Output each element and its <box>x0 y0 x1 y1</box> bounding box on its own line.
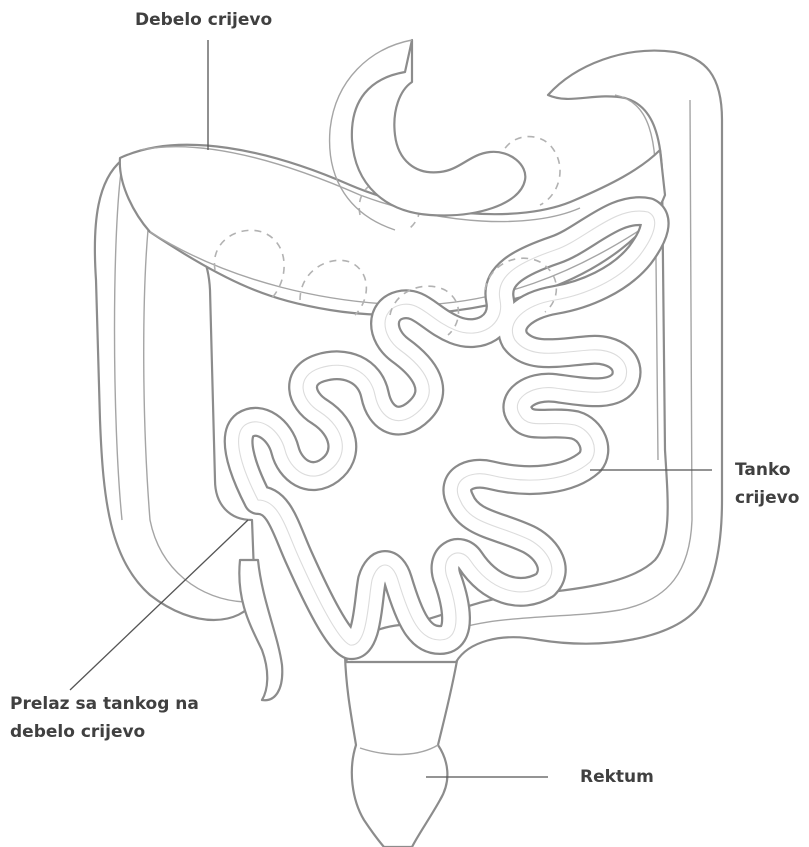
rectum <box>345 655 458 847</box>
label-rectum: Rektum <box>580 763 654 791</box>
label-small-intestine: Tanko crijevo <box>735 456 799 512</box>
label-small-intestine-line1: Tanko <box>735 456 799 484</box>
label-large-intestine: Debelo crijevo <box>135 6 272 34</box>
label-junction: Prelaz sa tankog na debelo crijevo <box>10 690 199 746</box>
label-junction-line1: Prelaz sa tankog na <box>10 690 199 718</box>
label-junction-line2: debelo crijevo <box>10 718 199 746</box>
label-small-intestine-line2: crijevo <box>735 484 799 512</box>
